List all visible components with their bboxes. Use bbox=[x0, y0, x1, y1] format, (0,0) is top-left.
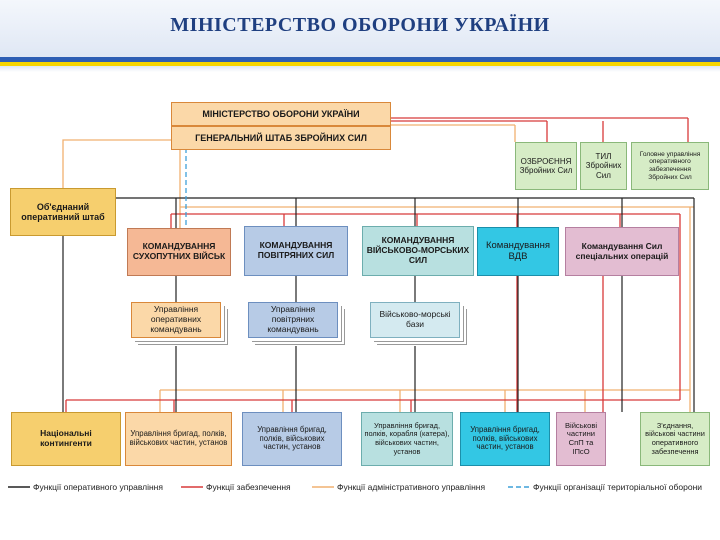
legend-label-support: Функції забезпечення bbox=[206, 482, 291, 492]
air-commands-box: Управління повітряних командувань bbox=[248, 302, 338, 338]
support-lines bbox=[65, 117, 689, 412]
header-band bbox=[0, 66, 720, 72]
land-forces-command-box: КОМАНДУВАННЯ СУХОПУТНИХ ВІЙСЬК bbox=[127, 228, 231, 276]
operational-commands-box: Управління оперативних командувань bbox=[131, 302, 221, 338]
armament-box: ОЗБРОЄННЯ Збройних Сил bbox=[515, 142, 577, 190]
land-units-box: Управління бригад, полків, військових ча… bbox=[125, 412, 232, 466]
navy-units-box: Управління бригад, полків, корабля (кате… bbox=[361, 412, 453, 466]
slide-title: МІНІСТЕРСТВО ОБОРОНИ УКРАЇНИ bbox=[170, 14, 550, 36]
admin-lines bbox=[62, 124, 694, 412]
operational-lines bbox=[62, 197, 695, 412]
operational-support-box: Головне управління оперативного забезпеч… bbox=[631, 142, 709, 190]
legend-label-territorial: Функції організації територіальної оборо… bbox=[533, 482, 703, 492]
special-units-box: Військові частини СпП та ІПсО bbox=[556, 412, 606, 466]
legend-item-admin: Функції адміністративного управління bbox=[337, 480, 485, 494]
slide-header bbox=[0, 0, 720, 58]
support-units-box: З'єднання, військові частини оперативног… bbox=[640, 412, 710, 466]
airborne-command-box: Командування ВДВ bbox=[477, 227, 559, 276]
national-contingents-box: Національні контингенти bbox=[11, 412, 121, 466]
ministry-box: МІНІСТЕРСТВО ОБОРОНИ УКРАЇНИ bbox=[171, 102, 391, 126]
header-stripe-blue bbox=[0, 57, 720, 62]
joint-hq-box: Об'єднаний оперативний штаб bbox=[10, 188, 116, 236]
naval-bases-box: Військово-морські бази bbox=[370, 302, 460, 338]
legend-item-territorial: Функції організації територіальної оборо… bbox=[533, 480, 702, 494]
air-force-command-box: КОМАНДУВАННЯ ПОВІТРЯНИХ СИЛ bbox=[244, 226, 348, 276]
legend-label-operational: Функції оперативного управління bbox=[33, 482, 163, 492]
header-stripe-yellow bbox=[0, 62, 720, 66]
legend-item-operational: Функції оперативного управління bbox=[33, 480, 163, 494]
air-units-box: Управління бригад, полків, військових ча… bbox=[242, 412, 342, 466]
navy-command-box: КОМАНДУВАННЯ ВІЙСЬКОВО-МОРСЬКИХ СИЛ bbox=[362, 226, 474, 276]
airborne-units-box: Управління бригад, полків, військових ча… bbox=[460, 412, 550, 466]
general-staff-box: ГЕНЕРАЛЬНИЙ ШТАБ ЗБРОЙНИХ СИЛ bbox=[171, 126, 391, 150]
logistics-box: ТИЛ Збройних Сил bbox=[580, 142, 627, 190]
legend-item-support: Функції забезпечення bbox=[206, 480, 291, 494]
special-ops-command-box: Командування Сил спеціальних операцій bbox=[565, 227, 679, 276]
legend-label-admin: Функції адміністративного управління bbox=[337, 482, 486, 492]
